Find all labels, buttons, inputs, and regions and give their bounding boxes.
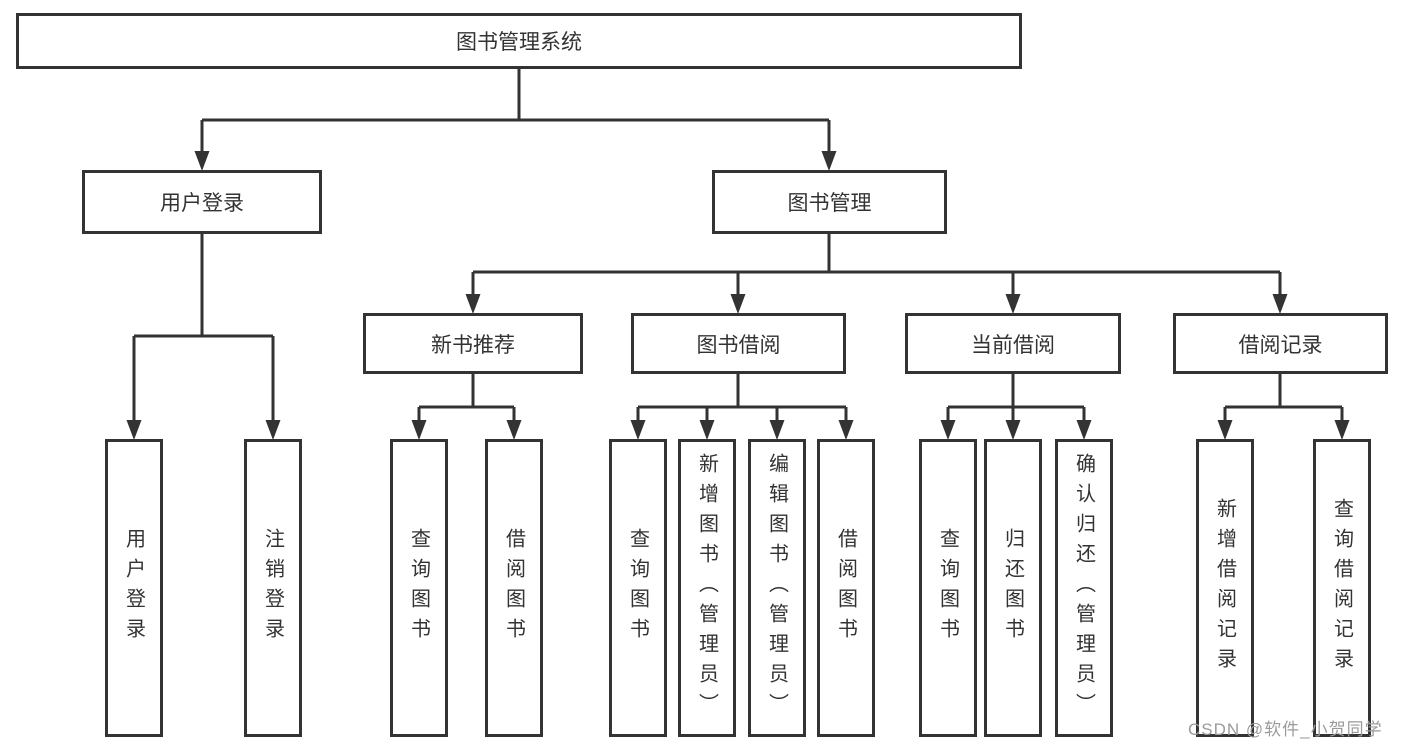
leaf-edit-books-admin: 编辑图书（管理员） [748,439,806,737]
leaf-query-books-borrow: 查询图书 [609,439,667,737]
leaf-logout: 注销登录 [244,439,302,737]
node-user-login: 用户登录 [82,170,322,234]
leaf-query-books-current: 查询图书 [919,439,977,737]
node-system-root: 图书管理系统 [16,13,1022,69]
csdn-watermark: CSDN @软件_小贺同学 [1188,720,1383,739]
leaf-query-borrow-record: 查询借阅记录 [1313,439,1371,737]
leaf-return-books: 归还图书 [984,439,1042,737]
node-current-borrow: 当前借阅 [905,313,1121,374]
leaf-user-login: 用户登录 [105,439,163,737]
node-borrow-records: 借阅记录 [1173,313,1388,374]
leaf-add-books-admin: 新增图书（管理员） [678,439,736,737]
node-book-management: 图书管理 [712,170,947,234]
node-new-book-recommend: 新书推荐 [363,313,583,374]
node-book-borrow: 图书借阅 [631,313,846,374]
leaf-confirm-return-admin: 确认归还（管理员） [1055,439,1113,737]
leaf-query-books-recommend: 查询图书 [390,439,448,737]
leaf-borrow-books: 借阅图书 [817,439,875,737]
leaf-borrow-books-recommend: 借阅图书 [485,439,543,737]
leaf-add-borrow-record: 新增借阅记录 [1196,439,1254,737]
